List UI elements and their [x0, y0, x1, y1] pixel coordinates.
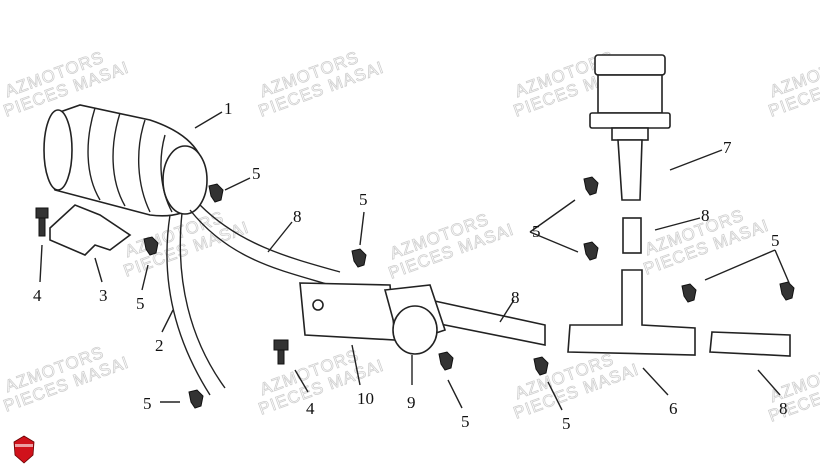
clamp: [208, 183, 224, 203]
clamp: [438, 351, 454, 371]
callout-6: 6: [669, 399, 678, 418]
clamp: [583, 241, 599, 261]
part-4-bolt: [35, 207, 289, 365]
clamp: [533, 356, 549, 376]
part-8-hose: [189, 204, 341, 286]
part-8-hose-end: [709, 331, 791, 357]
part-2-drain-tube: [166, 212, 226, 396]
callout-5: 5: [252, 164, 261, 183]
callouts: 1 5 8 5 5 7 8 5 4 3 5 2 8 5 4 10 9 5 5 6…: [33, 99, 788, 433]
part-5-clamps: [143, 176, 795, 409]
callout-8: 8: [511, 288, 520, 307]
clamp: [188, 389, 204, 409]
callout-2: 2: [155, 336, 164, 355]
callout-1: 1: [224, 99, 233, 118]
part-1-filter-boot: [43, 104, 208, 217]
callout-4: 4: [306, 399, 315, 418]
callout-5: 5: [532, 222, 541, 241]
callout-4: 4: [33, 286, 42, 305]
callout-10: 10: [357, 389, 374, 408]
callout-9: 9: [407, 393, 416, 412]
callout-8: 8: [701, 206, 710, 225]
callout-8: 8: [779, 399, 788, 418]
callout-7: 7: [723, 138, 732, 157]
clamp: [681, 283, 697, 303]
part-8-hose-short: [622, 217, 642, 254]
clamp: [779, 281, 795, 301]
part-3-bracket: [49, 204, 132, 256]
leader-lines: [39, 111, 791, 411]
callout-5: 5: [562, 414, 571, 433]
callout-3: 3: [99, 286, 108, 305]
callout-5: 5: [359, 190, 368, 209]
part-10-bracket: [299, 282, 396, 341]
part-9-valve: [383, 284, 447, 355]
part-8-hose-right: [429, 299, 546, 346]
callout-5: 5: [461, 412, 470, 431]
part-6-t-fitting: [567, 269, 696, 356]
clamp: [143, 236, 159, 256]
part-7-reservoir: [589, 54, 671, 201]
callout-5: 5: [771, 231, 780, 250]
clamp: [583, 176, 599, 196]
azmotors-logo: [13, 435, 35, 464]
callout-8: 8: [293, 207, 302, 226]
clamp: [351, 248, 367, 268]
callout-5: 5: [136, 294, 145, 313]
callout-5: 5: [143, 394, 152, 413]
